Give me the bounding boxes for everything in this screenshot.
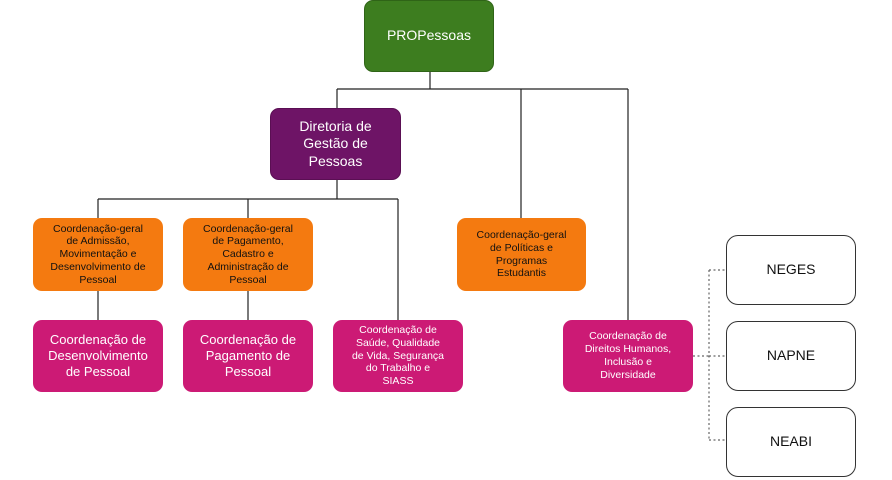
node-label: Diretoria de Gestão de Pessoas bbox=[299, 117, 372, 169]
node-label: Coordenação de Direitos Humanos, Inclusã… bbox=[584, 330, 672, 381]
node-c-desenvolvimento: Coordenação de Desenvolvimento de Pessoa… bbox=[33, 320, 163, 392]
node-c-pagamento: Coordenação de Pagamento de Pessoal bbox=[183, 320, 313, 392]
node-label: Coordenação-geral de Políticas e Program… bbox=[476, 228, 567, 280]
node-neges: NEGES bbox=[726, 235, 856, 305]
node-cg-pagamento: Coordenação-geral de Pagamento, Cadastro… bbox=[183, 218, 313, 291]
node-label: NAPNE bbox=[766, 347, 816, 364]
node-label: Coordenação-geral de Pagamento, Cadastro… bbox=[203, 222, 293, 286]
node-c-direitos: Coordenação de Direitos Humanos, Inclusã… bbox=[563, 320, 693, 392]
node-neabi: NEABI bbox=[726, 407, 856, 477]
node-napne: NAPNE bbox=[726, 321, 856, 391]
node-label: NEABI bbox=[769, 433, 812, 450]
node-label: NEGES bbox=[766, 261, 816, 278]
node-cg-admissao: Coordenação-geral de Admissão, Movimenta… bbox=[33, 218, 163, 291]
node-label: PROPessoas bbox=[386, 27, 472, 44]
node-label: Coordenação-geral de Admissão, Movimenta… bbox=[50, 222, 146, 286]
node-cg-politicas: Coordenação-geral de Políticas e Program… bbox=[457, 218, 586, 291]
node-label: Coordenação de Desenvolvimento de Pessoa… bbox=[48, 331, 148, 380]
node-c-saude: Coordenação de Saúde, Qualidade de Vida,… bbox=[333, 320, 463, 392]
node-diretoria-gestao-pessoas: Diretoria de Gestão de Pessoas bbox=[270, 108, 401, 180]
node-label: Coordenação de Pagamento de Pessoal bbox=[199, 331, 297, 380]
node-propessoas: PROPessoas bbox=[364, 0, 494, 72]
node-label: Coordenação de Saúde, Qualidade de Vida,… bbox=[351, 324, 445, 388]
